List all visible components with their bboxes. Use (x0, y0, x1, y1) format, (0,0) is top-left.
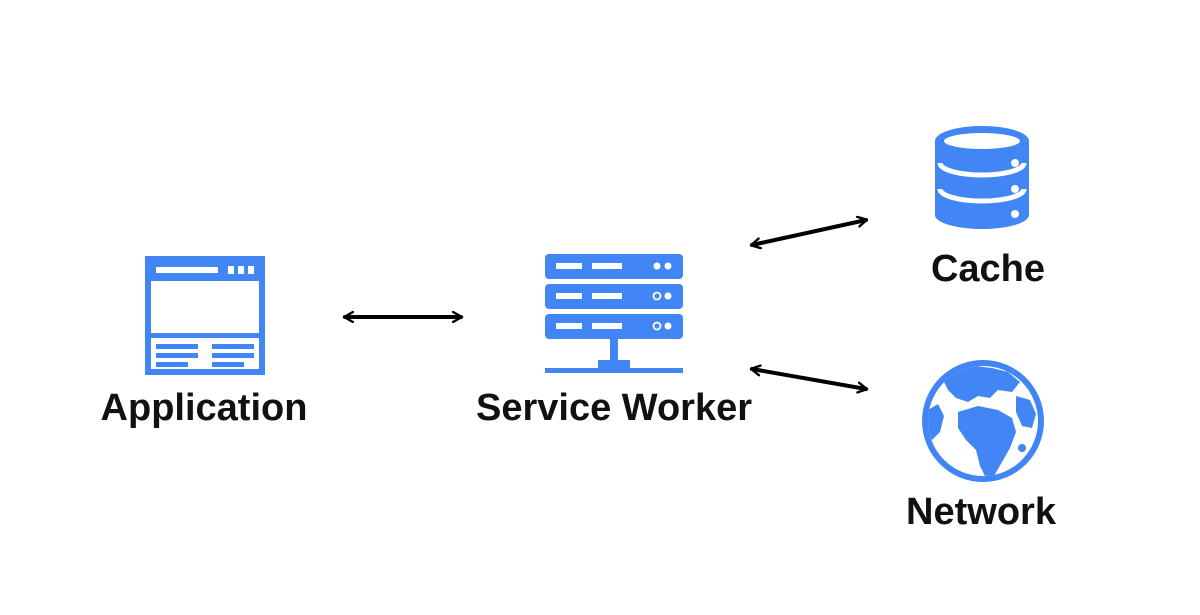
edges (345, 220, 866, 389)
database-icon (935, 126, 1029, 229)
globe-icon (922, 360, 1044, 482)
application-label: Application (101, 387, 308, 429)
cache-label: Cache (931, 248, 1045, 290)
server-icon (545, 254, 683, 373)
network-label: Network (906, 491, 1057, 533)
arrow-service-worker-cache (752, 220, 866, 245)
browser-window-icon (145, 256, 265, 375)
cache-node: Cache (931, 126, 1045, 290)
application-node: Application (101, 256, 308, 429)
service-worker-label: Service Worker (476, 387, 752, 429)
arrow-service-worker-network (752, 369, 866, 389)
network-node: Network (906, 360, 1057, 533)
service-worker-node: Service Worker (476, 254, 752, 429)
